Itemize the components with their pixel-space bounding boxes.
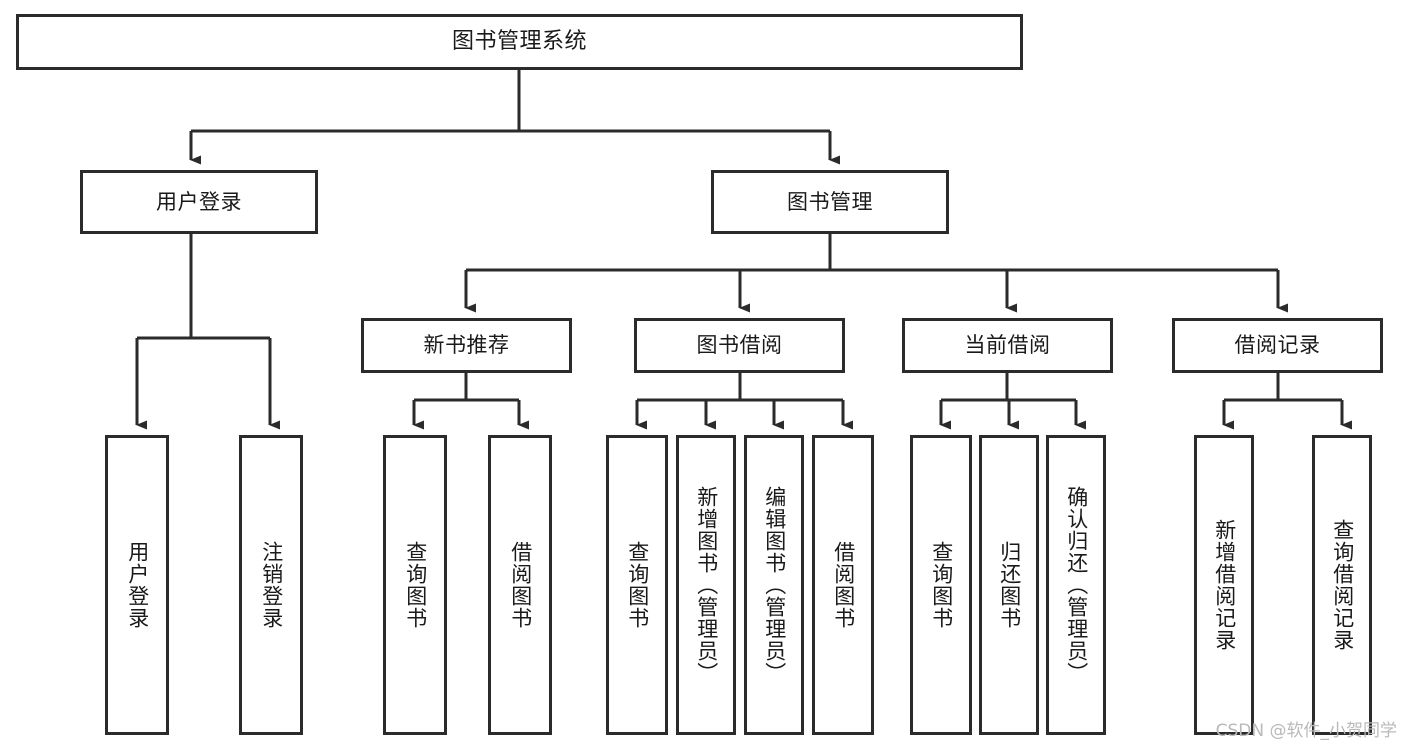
node-root-label: 图书管理系统 [451,29,587,55]
node-leaf-query-record-label: 查询借阅记录 [1330,519,1355,651]
node-leaf-add-record[interactable]: 新增借阅记录 [1194,435,1254,735]
node-leaf-confirm-return-label: 确认归还（管理员） [1064,486,1089,684]
node-current-borrow-label: 当前借阅 [964,333,1051,358]
node-leaf-borrow-book-1[interactable]: 借阅图书 [488,435,552,735]
node-book-borrow[interactable]: 图书借阅 [634,318,845,373]
watermark-csdn: CSDN @软件_小贺同学 [1215,721,1397,741]
node-leaf-query-book-1[interactable]: 查询图书 [383,435,447,735]
node-leaf-borrow-book-1-label: 借阅图书 [508,541,533,629]
node-leaf-return-book[interactable]: 归还图书 [979,435,1039,735]
node-leaf-user-login[interactable]: 用户登录 [105,435,169,735]
node-new-book-rec[interactable]: 新书推荐 [361,318,572,373]
node-leaf-query-book-3[interactable]: 查询图书 [910,435,972,735]
node-leaf-query-record[interactable]: 查询借阅记录 [1312,435,1372,735]
node-root[interactable]: 图书管理系统 [16,14,1023,70]
node-leaf-edit-book-label: 编辑图书（管理员） [762,486,787,684]
node-leaf-logout-label: 注销登录 [259,541,284,629]
node-leaf-logout[interactable]: 注销登录 [239,435,303,735]
node-leaf-add-book-label: 新增图书（管理员） [694,486,719,684]
node-leaf-query-book-2[interactable]: 查询图书 [606,435,668,735]
node-leaf-edit-book[interactable]: 编辑图书（管理员） [744,435,804,735]
node-book-manage[interactable]: 图书管理 [711,170,949,234]
node-leaf-borrow-book-2-label: 借阅图书 [831,541,856,629]
node-current-borrow[interactable]: 当前借阅 [902,318,1113,373]
node-user-login-label: 用户登录 [156,189,242,214]
node-leaf-user-login-label: 用户登录 [125,541,150,629]
node-borrow-record-label: 借阅记录 [1234,333,1321,358]
node-borrow-record[interactable]: 借阅记录 [1172,318,1383,373]
node-leaf-add-book[interactable]: 新增图书（管理员） [676,435,736,735]
node-leaf-borrow-book-2[interactable]: 借阅图书 [812,435,874,735]
node-leaf-query-book-3-label: 查询图书 [929,541,954,629]
node-leaf-confirm-return[interactable]: 确认归还（管理员） [1046,435,1106,735]
node-leaf-query-book-1-label: 查询图书 [403,541,428,629]
node-new-book-rec-label: 新书推荐 [423,333,510,358]
node-leaf-return-book-label: 归还图书 [997,541,1022,629]
node-leaf-query-book-2-label: 查询图书 [625,541,650,629]
node-book-manage-label: 图书管理 [787,189,873,214]
node-user-login[interactable]: 用户登录 [80,170,318,234]
node-leaf-add-record-label: 新增借阅记录 [1212,519,1237,651]
node-book-borrow-label: 图书借阅 [696,333,783,358]
